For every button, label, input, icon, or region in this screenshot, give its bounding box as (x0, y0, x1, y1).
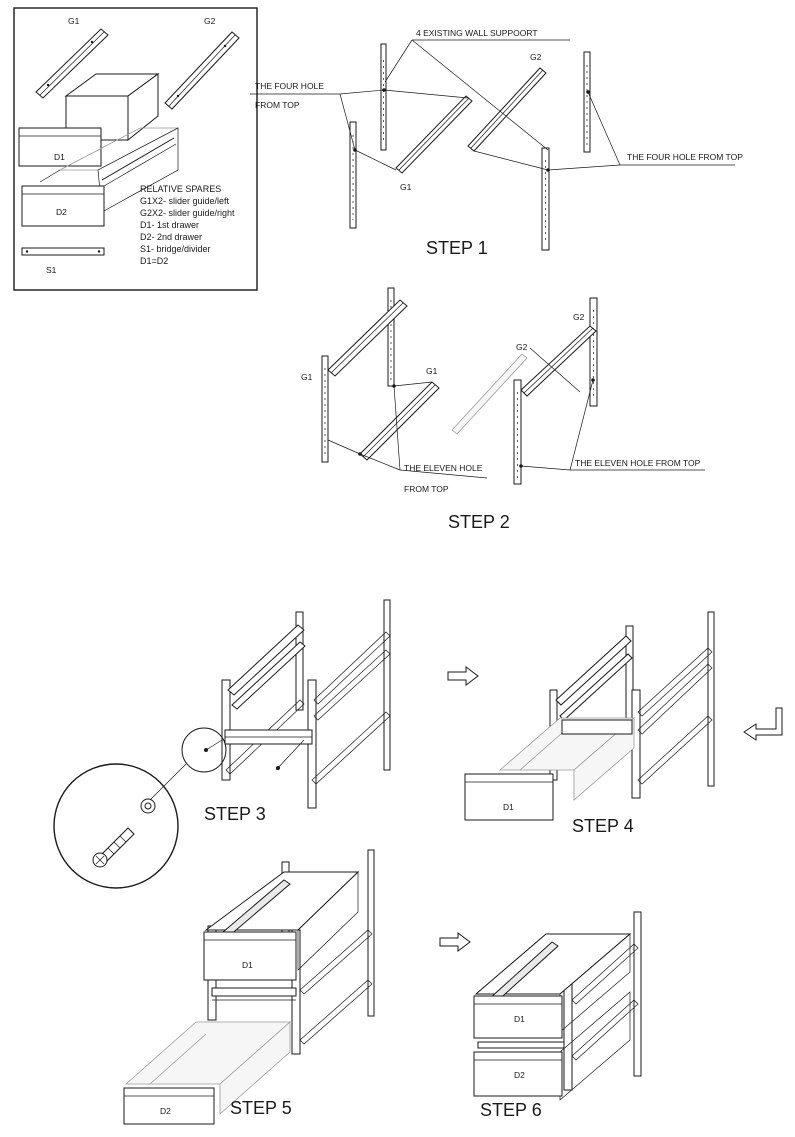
bridge-s1 (477, 1041, 565, 1049)
step2-hole-label-right: THE ELEVEN HOLE FROM TOP (575, 458, 701, 468)
step4-drawer-label: D1 (503, 802, 514, 812)
step2-g2-label: G2 (573, 312, 585, 322)
step2-hole-label: THE ELEVEN HOLE (404, 463, 483, 473)
drawer-d2-front (123, 1087, 215, 1125)
step-5-illustration (123, 849, 375, 1125)
step5-drawer-d1-label: D1 (242, 960, 253, 970)
step2-g1-label: G1 (301, 372, 313, 382)
step-6-title: STEP 6 (480, 1100, 542, 1120)
step1-hole-label: THE FOUR HOLE (255, 81, 324, 91)
wall-support-upright (583, 51, 591, 153)
bridge-s1 (211, 987, 297, 997)
slider-guide-g2-faint (451, 353, 528, 435)
step-2-illustration (321, 287, 705, 485)
step1-hole-label-right: THE FOUR HOLE FROM TOP (627, 152, 743, 162)
slider-guide-g1 (395, 95, 473, 174)
zoom-target-circle (181, 727, 227, 773)
slider-guide-g2-part (164, 31, 240, 110)
spare-parts-legend: G1 G2 D1 D2 (13, 7, 258, 291)
wall-support-upright (349, 121, 357, 229)
spares-item: D1- 1st drawer (140, 220, 199, 230)
right-arrow-icon (439, 932, 471, 952)
drawer-d2-front (21, 185, 105, 227)
right-arrow-icon (447, 666, 479, 686)
screw-icon (92, 827, 135, 868)
step6-drawer-d1-label: D1 (514, 1014, 525, 1024)
step-5-title: STEP 5 (230, 1098, 292, 1118)
legend-g1-label: G1 (68, 16, 80, 26)
step1-wall-support-label: 4 EXISTING WALL SUPPOORT (416, 28, 538, 38)
spares-item: G2X2- slider guide/right (140, 208, 235, 218)
step1-g1-label: G1 (400, 182, 412, 192)
spares-item: D1=D2 (140, 256, 168, 266)
bridge-s1-part (21, 247, 105, 256)
legend-g2-label: G2 (204, 16, 216, 26)
wall-support-upright (513, 379, 522, 485)
drawer-d1-front (18, 127, 102, 167)
down-left-return-arrow-icon (743, 707, 783, 741)
step-6-illustration (473, 911, 642, 1101)
step-4-illustration (464, 611, 715, 821)
wall-support-upright (380, 43, 387, 151)
step-1-title: STEP 1 (426, 238, 488, 258)
spares-item: D2- 2nd drawer (140, 232, 202, 242)
legend-d1-label: D1 (54, 152, 65, 162)
step1-hole-label: FROM TOP (255, 100, 300, 110)
spares-title: RELATIVE SPARES (140, 184, 221, 194)
wall-support-upright (321, 355, 329, 463)
step-2-title: STEP 2 (448, 512, 510, 532)
wall-support-upright (541, 147, 550, 251)
drawer-d2-part (21, 127, 179, 227)
step-3-illustration (53, 599, 391, 889)
step6-drawer-d2-label: D2 (514, 1070, 525, 1080)
step2-g1-label: G1 (426, 366, 438, 376)
step-4-title: STEP 4 (572, 816, 634, 836)
drawer-d1-part (18, 73, 160, 167)
slider-guide-g1-part (35, 28, 109, 99)
legend-s1-label: S1 (46, 265, 57, 275)
drawer-d1-front (464, 773, 554, 821)
legend-frame (13, 7, 258, 291)
spares-item: S1- bridge/divider (140, 244, 211, 254)
step2-hole-label: FROM TOP (404, 484, 449, 494)
step2-g2-label: G2 (516, 342, 528, 352)
slider-guide-g2 (467, 67, 547, 152)
step1-g2-label: G2 (530, 52, 542, 62)
legend-d2-label: D2 (56, 207, 67, 217)
drawer-d2-front (473, 1051, 563, 1097)
step-3-title: STEP 3 (204, 804, 266, 824)
spares-item: G1X2- slider guide/left (140, 196, 230, 206)
drawer-d1-front (473, 995, 563, 1039)
step-1-illustration (250, 39, 735, 251)
step5-drawer-d2-label: D2 (160, 1106, 171, 1116)
drawer-d1-front (203, 931, 297, 981)
zoom-detail-circle (53, 763, 179, 889)
